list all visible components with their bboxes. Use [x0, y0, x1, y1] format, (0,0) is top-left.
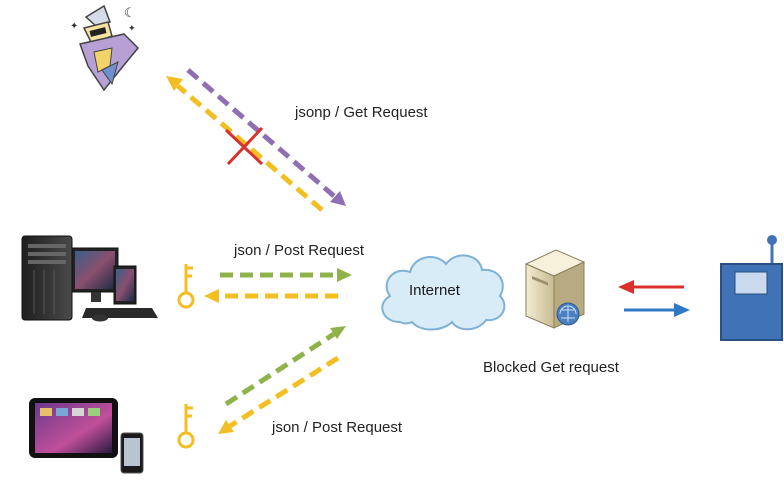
svg-text:✦: ✦: [128, 24, 136, 34]
tablet-post-request-arrow: [224, 326, 346, 407]
internet-label: Internet: [409, 282, 461, 299]
blocked-get-request-label: Blocked Get request: [483, 359, 620, 376]
jsonp-request-arrow: [186, 68, 346, 206]
blue-device-icon: [720, 235, 783, 341]
blocked-response-arrow: [166, 76, 324, 212]
key-icon-desktop: [177, 264, 195, 309]
response-arrow-red: [618, 280, 684, 294]
desktop-post-request-arrow: [220, 268, 352, 282]
svg-text:✦: ✦: [70, 21, 78, 32]
tablet-response-arrow: [218, 355, 340, 434]
key-icon-tablet: [177, 404, 195, 449]
desktop-post-request-label: json / Post Request: [233, 242, 365, 259]
tablet-and-phone-icon: [29, 398, 144, 474]
tablet-post-request-label: json / Post Request: [271, 419, 403, 436]
server-icon: [524, 249, 586, 329]
desktop-response-arrow: [204, 289, 338, 303]
internet-cloud-icon: Internet: [381, 254, 506, 331]
blocked-cross-icon: [224, 126, 264, 166]
request-arrow-blue: [624, 303, 690, 317]
jsonp-get-request-label: jsonp / Get Request: [294, 104, 428, 121]
hacker-icon: ✦ ☾ ✦: [70, 4, 140, 92]
svg-text:☾: ☾: [124, 6, 136, 21]
desktop-computer-icon: [21, 235, 158, 322]
